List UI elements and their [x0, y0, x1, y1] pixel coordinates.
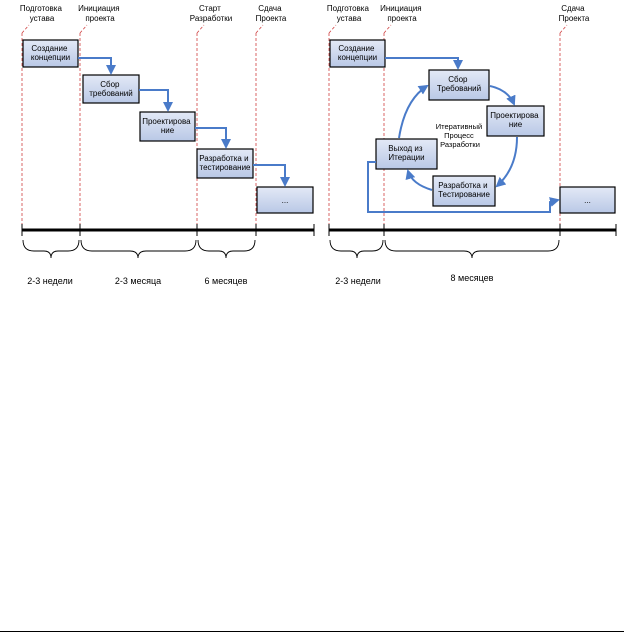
right-arrow-concept-to-requirements	[385, 57, 463, 70]
left-arrow-4	[253, 164, 290, 187]
right-milestone-1-label: Подготовка устава	[327, 4, 371, 23]
right-milestone-2-label: Инициация проекта	[380, 4, 424, 23]
left-milestone-2-line	[79, 24, 88, 235]
left-duration-1: 2-3 недели	[27, 276, 73, 286]
right-milestone-1-line	[328, 24, 337, 235]
right-step-dev-test-box: Разработка и Тестирование	[432, 175, 496, 207]
svg-text:Проектирова ние: Проектирова ние	[142, 117, 193, 135]
left-brace-2	[80, 239, 197, 259]
right-brace-2	[384, 239, 560, 259]
right-arrow-exit-to-requirements	[398, 84, 429, 139]
left-milestone-2-label: Инициация проекта	[78, 4, 122, 23]
svg-text:Сбор Требований: Сбор Требований	[437, 75, 481, 93]
right-step-requirements-box: Сбор Требований	[428, 69, 490, 101]
svg-text:...: ...	[584, 196, 591, 205]
left-milestone-1-label: Подготовка устава	[20, 4, 64, 23]
right-step-exit-iteration-box: Выход из Итерации	[375, 138, 438, 170]
left-step-2-box: Сбор требований	[82, 74, 140, 104]
left-timeline-axis	[21, 224, 315, 236]
right-arrow-requirements-to-design	[489, 85, 516, 106]
left-milestone-4-label: Сдача Проекта	[256, 4, 287, 23]
svg-text:Создание концепции: Создание концепции	[31, 44, 70, 62]
left-step-3-box: Проектирова ние	[139, 111, 196, 142]
svg-text:Проектирова ние: Проектирова ние	[490, 111, 541, 129]
right-arrow-devtest-to-exit	[405, 169, 433, 191]
left-waterfall-diagram: Подготовка устава Инициация проекта Стар…	[20, 4, 315, 286]
svg-text:Разработка и тестирова: Разработка и тестирование	[199, 154, 251, 172]
right-milestone-2-line	[383, 24, 392, 235]
left-milestone-1-line	[21, 24, 30, 235]
right-iterative-diagram: Подготовка устава Инициация проекта Сдач…	[327, 4, 617, 286]
left-duration-2: 2-3 месяца	[115, 276, 161, 286]
left-milestone-3-label: Старт Разработки	[190, 4, 232, 23]
left-step-4-box: Разработка и тестирование	[196, 148, 254, 179]
left-duration-3: 6 месяцев	[205, 276, 248, 286]
left-arrow-1	[78, 57, 116, 75]
right-timeline-axis	[328, 224, 617, 236]
left-brace-3	[197, 239, 256, 259]
left-brace-1	[22, 239, 80, 259]
right-step-final-box: ...	[559, 186, 616, 214]
left-step-5-box: ...	[256, 186, 314, 214]
left-milestone-4-line	[255, 24, 264, 235]
right-arrow-exit-to-final	[367, 161, 560, 213]
left-step-1-box: Создание концепции	[22, 39, 79, 68]
right-milestone-3-line	[559, 24, 568, 235]
right-brace-1	[329, 239, 384, 259]
svg-text:Разработка и Тестирова: Разработка и Тестирование	[438, 181, 490, 199]
right-step-design-box: Проектирова ние	[486, 105, 545, 137]
svg-text:Создание концепции: Создание концепции	[338, 44, 377, 62]
right-step-concept-box: Создание концепции	[329, 39, 386, 68]
right-duration-2: 8 месяцев	[451, 273, 494, 283]
right-arrow-design-to-devtest	[495, 136, 518, 188]
svg-text:Сбор требований: Сбор требований	[89, 80, 132, 98]
svg-text:...: ...	[282, 196, 289, 205]
right-duration-1: 2-3 недели	[335, 276, 381, 286]
left-arrow-2	[139, 89, 173, 112]
svg-text:Выход из Итерации: Выход из Итерации	[388, 144, 425, 162]
left-milestone-3-line	[196, 24, 205, 235]
left-arrow-3	[195, 127, 231, 149]
right-milestone-3-label: Сдача Проекта	[559, 4, 590, 23]
page-bottom-rule	[0, 631, 624, 632]
right-cycle-label: Итеративный Процесс Разработки	[436, 122, 485, 149]
